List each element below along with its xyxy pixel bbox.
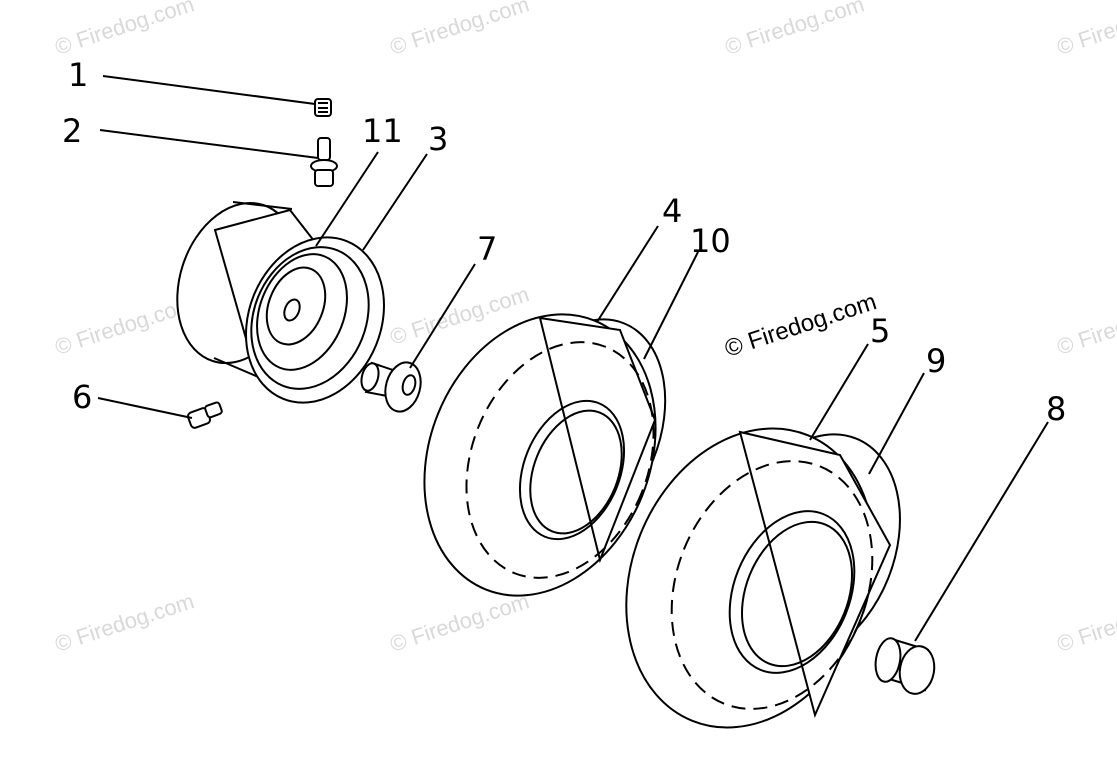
leader-line-9 (868, 372, 925, 475)
leader-line-11 (315, 151, 379, 247)
watermark-main: © Firedog.com (722, 288, 880, 362)
leader-line-2 (99, 129, 319, 159)
watermark: © Firedog.com (52, 291, 197, 359)
leader-line-4 (596, 225, 659, 323)
watermark: © Firedog.com (722, 0, 867, 60)
callout-7: 7 (477, 230, 497, 268)
part-7-bushing (360, 361, 422, 413)
leader-line-5 (809, 343, 869, 441)
callout-4: 4 (662, 192, 682, 230)
part-6-fitting (186, 401, 223, 429)
part-2-valve-stem (310, 137, 338, 187)
watermark: © Firedog.com (52, 0, 197, 60)
callout-9: 9 (926, 342, 946, 380)
part-4-tire (423, 313, 667, 597)
leader-line-3 (362, 153, 428, 251)
watermark: © Firedog.com (387, 588, 532, 656)
callout-11: 11 (362, 112, 403, 150)
watermark: © Firedog.com (1054, 588, 1117, 656)
callout-5: 5 (870, 312, 890, 350)
watermark: © Firedog.com (387, 0, 532, 60)
leader-line-6 (97, 397, 193, 419)
watermark: © Firedog.com (1054, 291, 1117, 359)
watermark: © Firedog.com (52, 588, 197, 656)
part-3-rim (176, 201, 385, 404)
callout-1: 1 (68, 56, 88, 94)
leader-line-10 (643, 251, 699, 360)
callout-6: 6 (72, 378, 92, 416)
watermark: © Firedog.com (1054, 0, 1117, 60)
part-8-hub-cap (874, 637, 936, 695)
callout-8: 8 (1046, 390, 1066, 428)
part-1-valve-cap (314, 98, 332, 117)
callout-labels: 1 2 11 3 4 10 7 5 9 8 6 (62, 56, 1066, 428)
leader-line-8 (914, 421, 1049, 642)
leader-lines (97, 75, 1049, 642)
part-5-tire (625, 427, 901, 729)
callout-3: 3 (428, 120, 448, 158)
leader-line-1 (102, 75, 316, 105)
callout-2: 2 (62, 112, 82, 150)
callout-10: 10 (690, 222, 731, 260)
leader-line-7 (409, 263, 476, 369)
